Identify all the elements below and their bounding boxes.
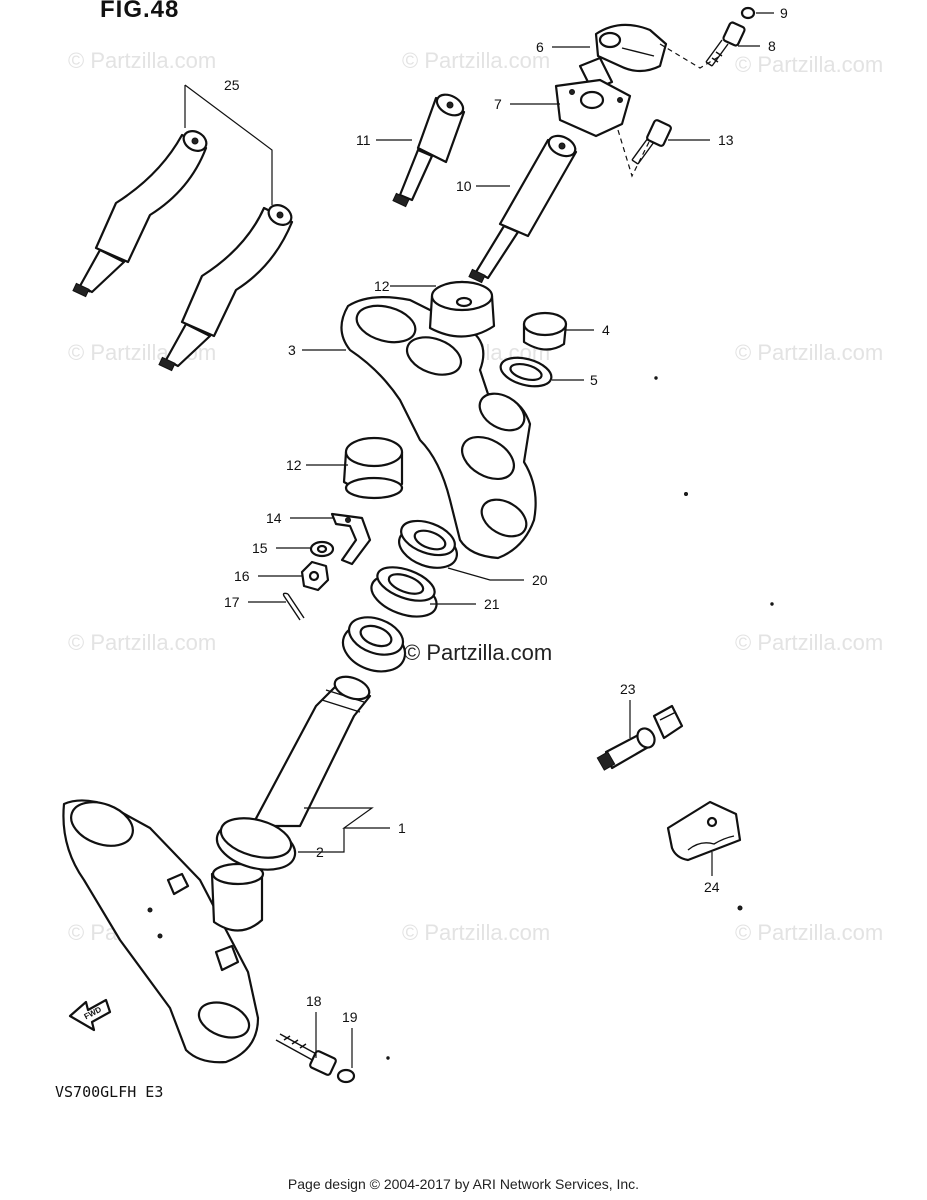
callout-12-lower: 12	[286, 457, 302, 473]
watermark: © Partzilla.com	[735, 340, 884, 365]
watermark: © Partzilla.com	[68, 630, 217, 655]
bearing-race-part	[341, 616, 407, 673]
callout-19: 19	[342, 1009, 358, 1025]
bolt-path-dashes	[617, 129, 651, 178]
center-watermark: © Partzilla.com	[404, 640, 553, 665]
riser-11-part	[392, 93, 466, 208]
callout-24: 24	[704, 879, 720, 895]
figure-title: FIG.48	[100, 0, 180, 23]
cotter-pin-17-part	[282, 592, 305, 621]
holder-bolt-13-part	[631, 119, 672, 165]
watermark: © Partzilla.com	[735, 920, 884, 945]
callout-16: 16	[234, 568, 250, 584]
callout-7: 7	[494, 96, 502, 112]
callout-numbers: 25 9 6 8 7 11 13 10 12 3 4 5 12 14 15 16…	[224, 5, 788, 1025]
dust-seal-21-part	[370, 566, 438, 618]
bolt-cap-9-part	[740, 6, 756, 20]
callout-9: 9	[780, 5, 788, 21]
riser-10-part	[468, 134, 578, 284]
bolt-cap-19-part	[336, 1068, 356, 1084]
handlebar-right-part	[158, 204, 294, 372]
cushion-12-lower-part	[342, 436, 404, 500]
callout-23: 23	[620, 681, 636, 697]
watermark: © Partzilla.com	[402, 920, 551, 945]
callout-25: 25	[224, 77, 240, 93]
washer-15-part	[309, 540, 335, 558]
watermark: © Partzilla.com	[68, 48, 217, 73]
callout-14: 14	[266, 510, 282, 526]
callout-4: 4	[602, 322, 610, 338]
nut-16-part	[300, 560, 330, 592]
handlebar-left-part	[72, 130, 208, 298]
key-tag-24-part	[666, 800, 742, 862]
callout-18: 18	[306, 993, 322, 1009]
watermark: © Partzilla.com	[735, 52, 884, 77]
callout-17: 17	[224, 594, 240, 610]
callout-1: 1	[398, 820, 406, 836]
callout-25-leader	[184, 84, 273, 205]
lower-holder-7-part	[554, 78, 632, 138]
callout-13: 13	[718, 132, 734, 148]
cap-4-part	[522, 311, 568, 351]
callout-12-upper: 12	[374, 278, 390, 294]
washer-5-part	[499, 356, 553, 388]
cushion-12-upper-part	[428, 280, 496, 338]
lock-23-part	[596, 704, 684, 771]
callout-6: 6	[536, 39, 544, 55]
bolt-path-dashes	[659, 43, 721, 69]
callout-20: 20	[532, 572, 548, 588]
holder-bolt-8-part	[705, 21, 746, 67]
watermark: © Partzilla.com	[735, 630, 884, 655]
callout-5: 5	[590, 372, 598, 388]
callout-21: 21	[484, 596, 500, 612]
upper-bracket-3-part	[340, 296, 537, 560]
callout-2: 2	[316, 844, 324, 860]
callout-11: 11	[356, 132, 371, 148]
bracket-14-part	[330, 512, 372, 566]
steering-stem-1-part	[62, 675, 372, 1064]
callout-15: 15	[252, 540, 268, 556]
fwd-arrow-icon: FWD	[68, 998, 112, 1032]
stem-bolt-18-part	[275, 1033, 337, 1076]
callout-8: 8	[768, 38, 776, 54]
callout-3: 3	[288, 342, 296, 358]
watermark: © Partzilla.com	[402, 48, 551, 73]
callout-10: 10	[456, 178, 472, 194]
callout-leaders	[248, 12, 774, 1068]
lock-nut-20-part	[398, 519, 458, 569]
model-label: VS700GLFH E3	[55, 1083, 164, 1101]
page-footer: Page design © 2004-2017 by ARI Network S…	[287, 1176, 640, 1192]
scan-specks	[386, 376, 774, 1060]
